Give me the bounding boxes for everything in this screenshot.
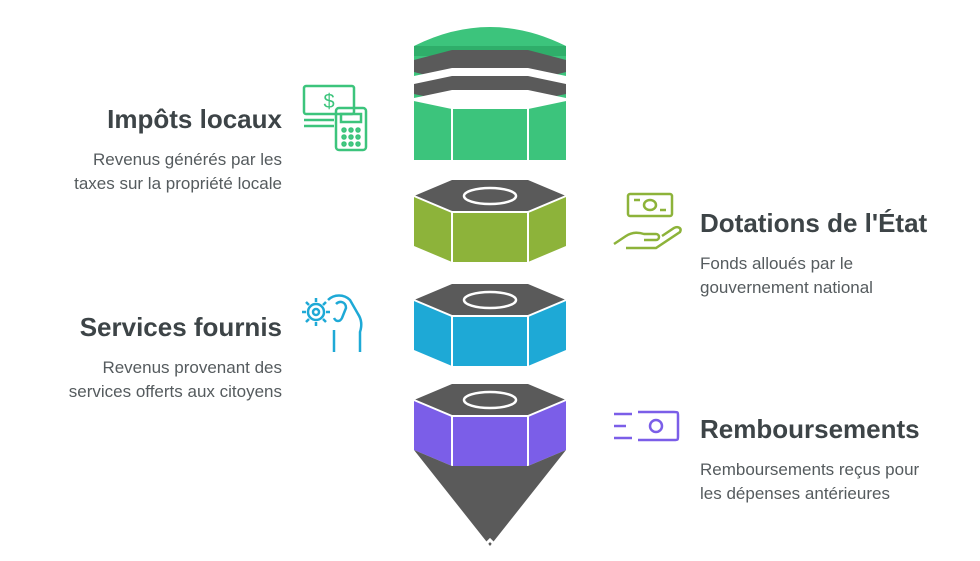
money-hand-icon: [613, 192, 682, 250]
label-remboursements: Remboursements Remboursements reçus pour…: [700, 414, 975, 506]
money-calculator-icon: $: [302, 84, 368, 152]
stack-segment-services: [413, 284, 567, 366]
gear-hand-icon: [302, 294, 363, 352]
refund-card-icon: [614, 410, 680, 442]
title-impots: Impôts locaux: [107, 104, 282, 134]
desc-dotations: Fonds alloués par le gouvernement nation…: [700, 254, 873, 297]
label-services: Services fournis Revenus provenant des s…: [0, 312, 282, 404]
desc-remboursements: Remboursements reçus pour les dépenses a…: [700, 460, 920, 503]
desc-services: Revenus provenant des services offerts a…: [68, 358, 282, 401]
svg-text:$: $: [323, 91, 334, 113]
label-impots: Impôts locaux Revenus générés par les ta…: [0, 104, 282, 196]
stack-segment-impots: [413, 27, 567, 160]
stack-segment-dotations: [413, 180, 567, 262]
desc-impots: Revenus générés par les taxes sur la pro…: [74, 150, 282, 193]
title-dotations: Dotations de l'État: [700, 208, 928, 238]
title-services: Services fournis: [79, 312, 282, 342]
stack-segment-remboursements: [413, 384, 567, 549]
label-dotations: Dotations de l'État Fonds alloués par le…: [700, 208, 975, 300]
title-remboursements: Remboursements: [700, 414, 920, 444]
